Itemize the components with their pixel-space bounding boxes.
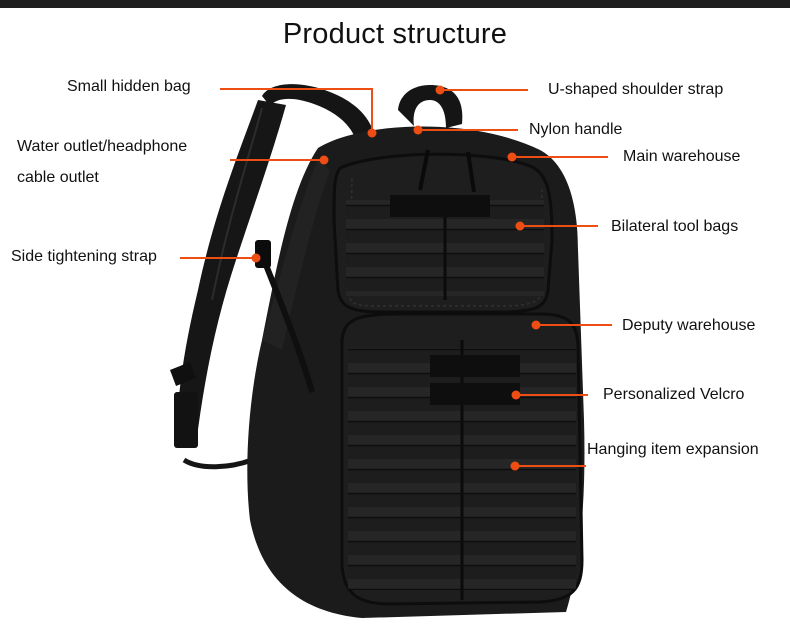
- label-deputy-warehouse: Deputy warehouse: [622, 317, 756, 334]
- label-main-warehouse: Main warehouse: [623, 148, 741, 165]
- label-water-outlet-line1: Water outlet/headphone: [17, 138, 188, 155]
- label-nylon-handle: Nylon handle: [529, 121, 623, 138]
- leader-lines: [180, 88, 612, 467]
- label-hanging-item-expansion: Hanging item expansion: [587, 441, 759, 458]
- label-u-shaped-shoulder-strap: U-shaped shoulder strap: [548, 81, 724, 98]
- lower-pocket: [340, 312, 584, 606]
- leader-dots: [251, 85, 541, 471]
- label-small-hidden-bag: Small hidden bag: [67, 78, 191, 95]
- leader-small-hidden-bag: [220, 88, 373, 133]
- top-handle: [262, 84, 463, 140]
- top-bar: [0, 0, 790, 8]
- shoulder-strap: [170, 100, 286, 470]
- label-side-tightening-strap: Side tightening strap: [11, 248, 157, 265]
- label-bilateral-tool-bags: Bilateral tool bags: [611, 218, 739, 235]
- label-water-outlet-line2: cable outlet: [17, 169, 99, 186]
- upper-pocket: [332, 149, 554, 314]
- page-title: Product structure: [282, 18, 508, 50]
- label-personalized-velcro: Personalized Velcro: [603, 386, 745, 403]
